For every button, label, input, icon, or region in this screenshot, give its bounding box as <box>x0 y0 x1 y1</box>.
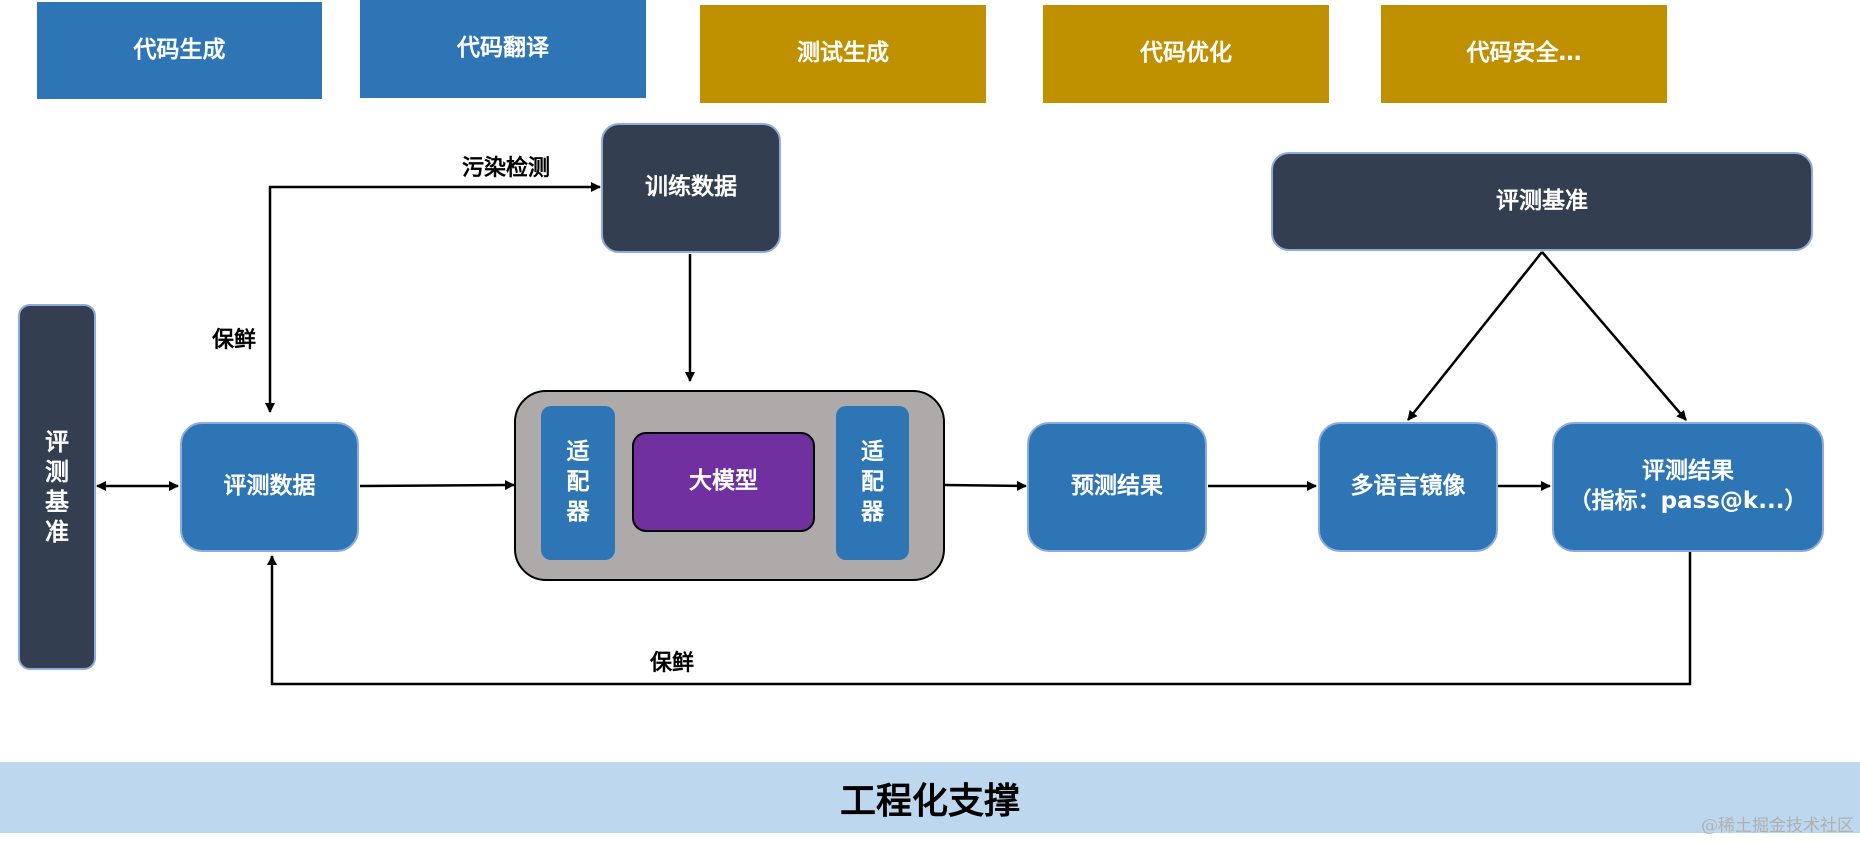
task-code-optimization: 代码优化 <box>1043 5 1329 103</box>
fresh-label-top: 保鲜 <box>212 328 257 353</box>
adapter-left: 适 配 器 <box>541 406 615 560</box>
benchmark-left-char-4: 准 <box>45 518 69 546</box>
prediction-result-label: 预测结果 <box>1071 473 1163 500</box>
multilang-mirror-label: 多语言镜像 <box>1350 473 1466 500</box>
task-code-translation: 代码翻译 <box>360 0 646 98</box>
task-code-security-label: 代码安全… <box>1466 40 1582 67</box>
arrow-contamination-check <box>265 182 601 413</box>
arrow-evaldata-to-model <box>359 480 515 491</box>
task-code-security: 代码安全… <box>1381 5 1667 103</box>
eval-data-label: 评测数据 <box>223 473 316 500</box>
task-code-generation-label: 代码生成 <box>133 36 226 63</box>
benchmark-left-char-3: 基 <box>45 488 69 516</box>
eval-data-node: 评测数据 <box>180 422 359 552</box>
large-model-label: 大模型 <box>689 468 758 495</box>
arrow-fresh-loop <box>267 552 1692 686</box>
large-model-node: 大模型 <box>632 432 815 532</box>
benchmark-left-char-1: 评 <box>45 428 69 456</box>
engineering-support-label: 工程化支撑 <box>839 780 1020 822</box>
adapter-left-char-1: 适 <box>566 439 590 466</box>
benchmark-left: 评 测 基 准 <box>18 304 96 670</box>
contamination-check-label: 污染检测 <box>462 156 551 181</box>
benchmark-left-char-2: 测 <box>45 458 69 486</box>
training-data-node: 训练数据 <box>601 123 781 253</box>
eval-result-node: 评测结果 （指标：pass@k...） <box>1552 422 1824 552</box>
adapter-right: 适 配 器 <box>836 406 909 560</box>
task-code-generation: 代码生成 <box>37 2 322 99</box>
benchmark-top-node: 评测基准 <box>1271 152 1813 251</box>
arrow-model-to-prediction <box>944 480 1027 491</box>
task-test-generation: 测试生成 <box>700 5 986 103</box>
task-test-generation-label: 测试生成 <box>797 40 889 67</box>
prediction-result-node: 预测结果 <box>1027 422 1207 552</box>
arrow-benchmark-to-result <box>1541 251 1687 421</box>
training-data-label: 训练数据 <box>645 174 737 201</box>
adapter-left-char-2: 配 <box>566 469 590 496</box>
benchmark-top-label: 评测基准 <box>1496 187 1588 214</box>
arrow-benchmark-to-multilang <box>1407 251 1543 421</box>
eval-result-metric: （指标：pass@k...） <box>1568 488 1808 514</box>
task-code-translation-label: 代码翻译 <box>457 35 549 62</box>
adapter-right-char-2: 配 <box>861 469 884 496</box>
adapter-left-char-3: 器 <box>566 498 590 525</box>
eval-result-label: 评测结果 <box>1642 458 1734 485</box>
adapter-right-char-1: 适 <box>861 439 884 466</box>
engineering-support-bar: 工程化支撑 <box>0 762 1860 833</box>
watermark: @稀土掘金技术社区 <box>1701 816 1854 836</box>
adapter-right-char-3: 器 <box>861 498 884 525</box>
fresh-label-bottom: 保鲜 <box>650 651 695 676</box>
multilang-mirror-node: 多语言镜像 <box>1318 422 1498 552</box>
task-code-optimization-label: 代码优化 <box>1140 40 1232 67</box>
